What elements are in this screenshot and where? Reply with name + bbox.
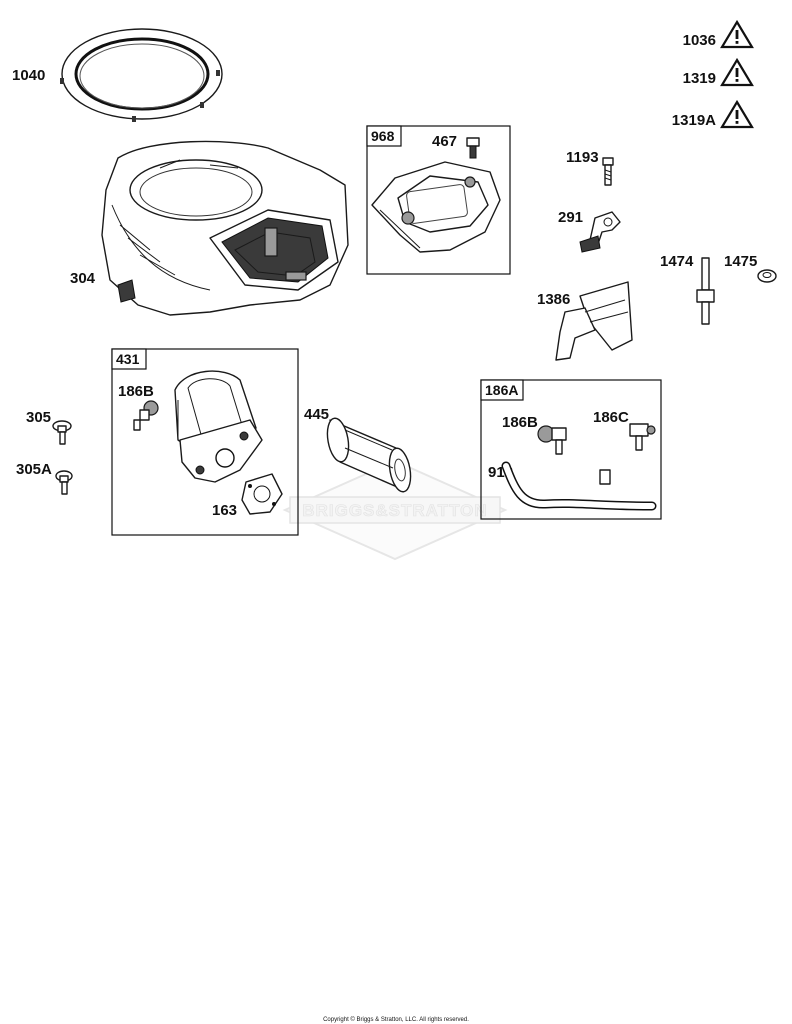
part-label: 1474 bbox=[660, 253, 694, 270]
part-label: 1040 bbox=[12, 67, 45, 84]
part-label: 1386 bbox=[537, 291, 570, 308]
group-label: 968 bbox=[371, 128, 395, 144]
group-label: 186A bbox=[485, 382, 518, 398]
group-186a-fuel-fitting-kit[interactable]: 186A 186B 186C 918 bbox=[480, 379, 662, 520]
part-label: 1193 bbox=[566, 149, 599, 166]
part-label: 186B bbox=[502, 414, 538, 431]
part-1193-bolt[interactable]: 1193 bbox=[566, 149, 614, 186]
part-label: 163 bbox=[212, 502, 237, 519]
part-186b-fitting[interactable] bbox=[133, 400, 159, 431]
brand-watermark: BRIGGS&STRATTON bbox=[282, 459, 508, 561]
part-291-bracket[interactable]: 291 bbox=[558, 209, 621, 253]
part-label: 186C bbox=[593, 409, 629, 426]
warning-label-number: 1036 bbox=[683, 32, 716, 49]
part-1386-air-guide[interactable]: 1386 bbox=[537, 281, 633, 361]
part-431-base-body[interactable] bbox=[174, 370, 263, 483]
part-304-blower-housing[interactable]: 304 bbox=[70, 140, 349, 316]
part-1475-nut[interactable]: 1475 bbox=[724, 253, 777, 283]
warning-label-number: 1319 bbox=[683, 70, 716, 87]
part-305-screw[interactable]: 305 bbox=[26, 409, 72, 445]
copyright-text: Copyright © Briggs & Stratton, LLC. All … bbox=[323, 1016, 469, 1023]
warning-label-number: 1319A bbox=[672, 112, 716, 129]
part-clamp[interactable] bbox=[599, 469, 611, 485]
watermark-text: BRIGGS&STRATTON bbox=[302, 501, 487, 520]
part-918-fuel-line[interactable] bbox=[501, 461, 657, 511]
part-186b-fitting[interactable] bbox=[537, 425, 567, 455]
part-label: 186B bbox=[118, 383, 154, 400]
part-label: 467 bbox=[432, 133, 457, 150]
part-label: 305 bbox=[26, 409, 51, 426]
part-label: 304 bbox=[70, 270, 96, 287]
part-label: 445 bbox=[304, 406, 329, 423]
part-445-air-filter[interactable]: 445 bbox=[304, 406, 414, 493]
part-label: 1475 bbox=[724, 253, 757, 270]
part-label: 291 bbox=[558, 209, 583, 226]
warning-label-1036[interactable]: 1036 bbox=[683, 19, 754, 49]
part-label: 305A bbox=[16, 461, 52, 478]
part-467-screw[interactable] bbox=[466, 137, 480, 159]
warning-label-1319[interactable]: 1319 bbox=[683, 57, 754, 87]
part-1474-stud[interactable]: 1474 bbox=[660, 253, 715, 325]
part-1040-rotating-screen[interactable]: 1040 bbox=[12, 28, 223, 122]
group-label: 431 bbox=[116, 351, 140, 367]
part-186c-fitting[interactable] bbox=[629, 423, 656, 451]
part-163-gasket[interactable] bbox=[241, 473, 283, 515]
group-431-air-cleaner-base[interactable]: 431 186B 163 bbox=[111, 348, 299, 536]
warning-label-1319a[interactable]: 1319A bbox=[672, 99, 754, 129]
group-968-air-cleaner-cover[interactable]: 968 467 bbox=[366, 125, 511, 275]
part-305a-screw[interactable]: 305A bbox=[16, 461, 73, 495]
